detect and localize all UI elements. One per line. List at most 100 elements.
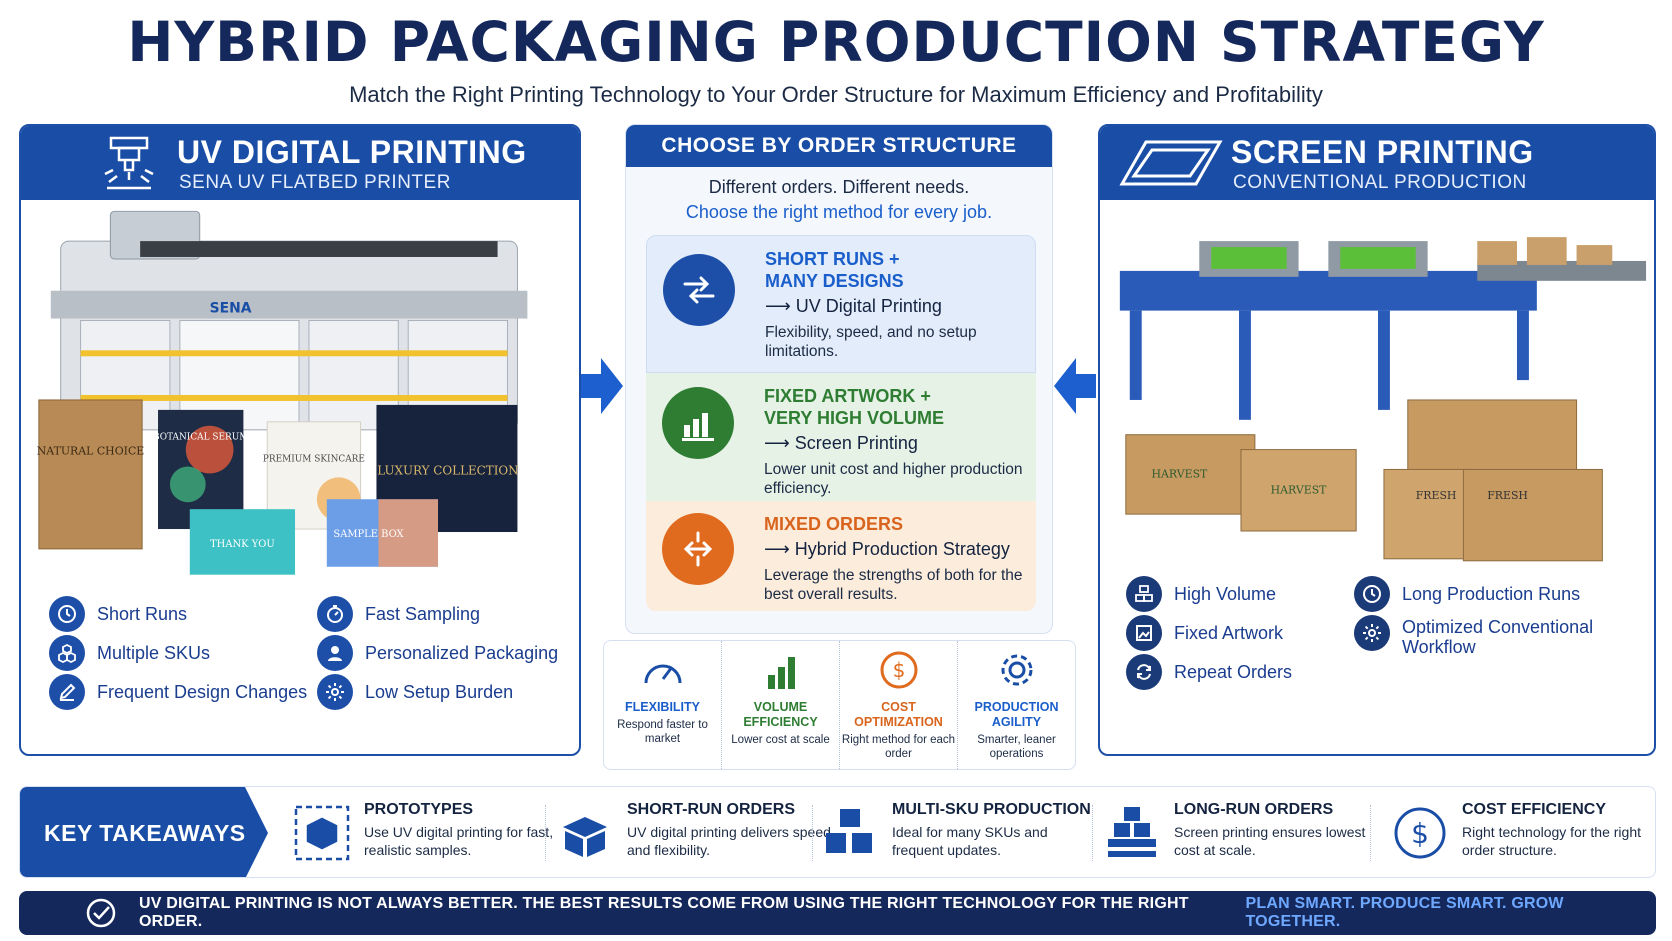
screen-printing-panel: SCREEN PRINTING CONVENTIONAL PRODUCTION … (1098, 124, 1656, 756)
box-label-5: SAMPLE BOX (333, 529, 403, 540)
feature-label: Frequent Design Changes (97, 681, 308, 702)
takeaway-divider (545, 805, 546, 861)
option-title: VERY HIGH VOLUME (764, 408, 945, 428)
feature-long-production-runs: Long Production Runs (1354, 576, 1580, 612)
takeaway-short-run: SHORT-RUN ORDERS UV digital printing del… (555, 801, 831, 865)
image-frame-icon (1126, 615, 1162, 651)
option-short-runs: SHORT RUNS + MANY DESIGNS ⟶ UV Digital P… (646, 235, 1036, 373)
svg-text:$: $ (892, 658, 905, 682)
box-label-1: HARVEST (1271, 483, 1328, 496)
option-title: MIXED ORDERS (764, 514, 904, 534)
benefit-production-agility: PRODUCTION AGILITY Smarter, leaner opera… (958, 641, 1075, 769)
feature-label: Multiple SKUs (97, 642, 211, 663)
takeaway-title: SHORT-RUN ORDERS (627, 801, 796, 818)
feature-label: Repeat Orders (1174, 661, 1293, 682)
svg-text:$: $ (1411, 817, 1429, 850)
gear-icon (317, 674, 353, 710)
benefit-volume-efficiency: VOLUME EFFICIENCY Lower cost at scale (722, 641, 840, 769)
screen-frame-icon (1119, 140, 1223, 186)
box-label-0: NATURAL CHOICE (37, 445, 145, 458)
open-box-icon (563, 817, 607, 857)
benefits-strip: FLEXIBILITY Respond faster to market VOL… (603, 640, 1076, 770)
clock-icon (49, 596, 85, 632)
stack-icon (1126, 576, 1162, 612)
feature-label: Short Runs (97, 603, 188, 624)
takeaway-desc: Use UV digital printing for fast, realis… (364, 824, 554, 858)
box-label-3: FRESH (1487, 489, 1528, 502)
key-takeaways: KEY TAKEAWAYS PROTOTYPES Use UV digital … (19, 786, 1656, 878)
page-title: HYBRID PACKAGING PRODUCTION STRATEGY (127, 10, 1545, 74)
center-header: CHOOSE BY ORDER STRUCTURE (626, 125, 1052, 167)
feature-label-line1: Optimized Conventional (1402, 617, 1594, 637)
takeaway-title: PROTOTYPES (364, 801, 474, 818)
gear-icon (1354, 615, 1390, 651)
move-arrows-icon (662, 513, 734, 585)
benefit-title: COST OPTIMIZATION (854, 700, 943, 729)
takeaway-divider (1370, 805, 1371, 861)
center-line-2: Choose the right method for every job. (685, 202, 993, 222)
option-title: FIXED ARTWORK + (764, 386, 931, 406)
dollar-coin-icon: $ (880, 651, 917, 689)
benefit-desc: Right method for each order (841, 734, 956, 760)
screen-panel-title: SCREEN PRINTING (1231, 134, 1534, 170)
takeaway-desc: UV digital printing delivers speed and f… (627, 824, 831, 858)
feature-label: High Volume (1174, 583, 1277, 604)
box-label-2: PREMIUM SKINCARE (263, 455, 365, 465)
feature-multiple-skus: Multiple SKUs (49, 635, 210, 671)
takeaway-desc: Ideal for many SKUs and frequent updates… (892, 824, 1048, 858)
feature-label: Low Setup Burden (365, 681, 514, 702)
arrow-right-icon (581, 358, 623, 414)
arrow-left-icon (1054, 358, 1096, 414)
pallet-boxes-icon (1108, 807, 1156, 857)
box-label-1: BOTANICAL SERUM (153, 433, 248, 443)
benefit-title: VOLUME EFFICIENCY (743, 700, 818, 729)
box-label-3: LUXURY COLLECTION (377, 463, 518, 477)
takeaway-long-run: LONG-RUN ORDERS Screen printing ensures … (1102, 801, 1365, 865)
prototype-box-icon (294, 805, 350, 861)
option-title: SHORT RUNS + (765, 249, 900, 269)
takeaway-desc: Screen printing ensures lowest cost at s… (1174, 824, 1366, 858)
order-structure-panel: CHOOSE BY ORDER STRUCTURE Different orde… (625, 124, 1053, 634)
option-desc: Lower unit cost and higher production ef… (764, 461, 1023, 497)
feature-label-line2: Workflow (1402, 637, 1476, 657)
bar-chart-icon (662, 387, 734, 459)
takeaway-title: MULTI-SKU PRODUCTION (892, 801, 1091, 818)
uv-panel-title: UV DIGITAL PRINTING (177, 134, 527, 170)
option-method: ⟶ Hybrid Production Strategy (764, 539, 1010, 559)
benefit-title: PRODUCTION AGILITY (974, 700, 1059, 729)
feature-personalized-packaging: Personalized Packaging (317, 635, 558, 671)
benefit-desc: Smarter, leaner operations (977, 734, 1056, 760)
bottom-banner: UV DIGITAL PRINTING IS NOT ALWAYS BETTER… (19, 891, 1656, 935)
feature-frequent-design-changes: Frequent Design Changes (49, 674, 307, 710)
benefit-flexibility: FLEXIBILITY Respond faster to market (604, 641, 722, 769)
option-desc: Flexibility, speed, and no setup limitat… (765, 324, 977, 360)
option-method: ⟶ UV Digital Printing (765, 296, 942, 316)
benefit-desc: Respond faster to market (617, 719, 708, 745)
feature-optimized-workflow: Optimized Conventional Workflow (1354, 615, 1593, 657)
stopwatch-icon (317, 596, 353, 632)
uv-printer-illustration: SENA NATURAL CHOICE BOTANICAL SERUM PREM… (37, 210, 528, 575)
speedometer-icon (644, 664, 681, 684)
pencil-icon (49, 674, 85, 710)
takeaway-cost-efficiency: $ COST EFFICIENCY Right technology for t… (1390, 801, 1650, 865)
gear-icon (1001, 654, 1032, 686)
check-circle-icon (86, 898, 116, 928)
box-label-2: FRESH (1416, 489, 1457, 502)
takeaway-divider (812, 805, 813, 861)
box-label-4: THANK YOU (210, 539, 275, 550)
benefit-desc: Lower cost at scale (731, 734, 830, 746)
feature-fixed-artwork: Fixed Artwork (1126, 615, 1283, 651)
feature-repeat-orders: Repeat Orders (1126, 654, 1292, 690)
option-fixed-artwork: FIXED ARTWORK + VERY HIGH VOLUME ⟶ Scree… (646, 373, 1036, 501)
user-icon (317, 635, 353, 671)
option-desc: Leverage the strengths of both for the b… (764, 567, 1023, 603)
uv-panel-subtitle: SENA UV FLATBED PRINTER (179, 172, 451, 193)
box-label-0: HARVEST (1152, 467, 1209, 480)
repeat-icon (1126, 654, 1162, 690)
feature-label: Long Production Runs (1402, 583, 1581, 604)
banner-main-text: UV DIGITAL PRINTING IS NOT ALWAYS BETTER… (139, 895, 1189, 930)
feature-low-setup-burden: Low Setup Burden (317, 674, 513, 710)
center-line-1: Different orders. Different needs. (708, 177, 970, 197)
dollar-coin-icon: $ (1394, 807, 1446, 859)
option-title: MANY DESIGNS (765, 271, 904, 291)
